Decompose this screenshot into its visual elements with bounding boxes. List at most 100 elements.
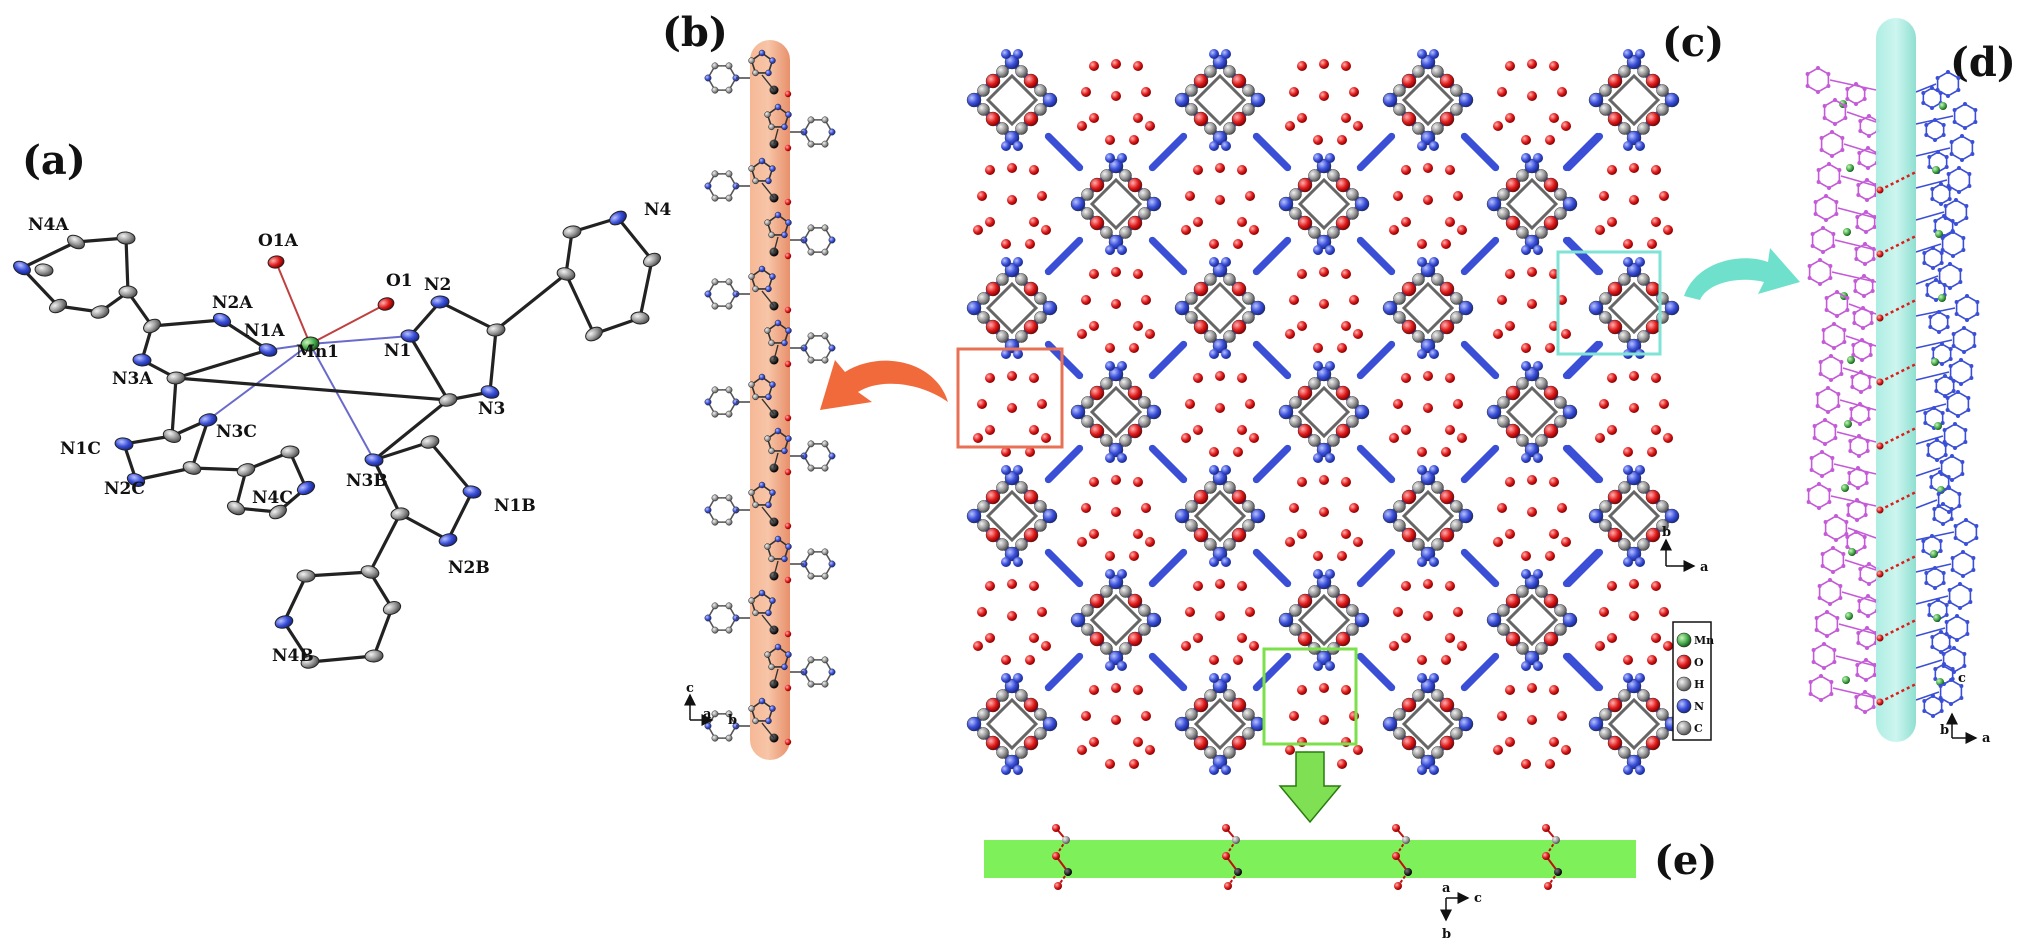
water-oxygen: [1193, 633, 1203, 643]
cage-atom: [1297, 177, 1313, 193]
ring: [1933, 503, 1953, 525]
water-oxygen: [1089, 61, 1099, 71]
atom-c6c: [182, 461, 202, 475]
triazole-atom: [764, 435, 771, 442]
water-oxygen: [1111, 59, 1121, 69]
ring-atom: [1825, 634, 1829, 638]
ring-atom: [1940, 362, 1944, 366]
water-oxygen: [1297, 685, 1307, 695]
water-oxygen: [1599, 607, 1609, 617]
cage-atom: [1278, 404, 1294, 420]
mn-atom: [1843, 228, 1851, 236]
cage-atom: [1588, 508, 1604, 524]
water-oxygen: [1133, 737, 1143, 747]
cage-atom: [1023, 489, 1039, 505]
cage-atom: [1223, 122, 1236, 135]
water-oxygen: [1337, 135, 1347, 145]
triazole-atom: [774, 535, 782, 543]
cage-atom: [1393, 311, 1406, 324]
water-oxygen: [1417, 239, 1427, 249]
ring-atom: [1848, 449, 1853, 453]
cage-atom: [1346, 396, 1359, 409]
ring-atom: [1955, 638, 1959, 642]
cage-atom: [1417, 673, 1427, 683]
ring-atom: [1866, 166, 1870, 170]
ring-atom: [1939, 182, 1943, 186]
ring-atom: [1828, 264, 1833, 268]
mn-atom: [1848, 548, 1856, 556]
ring-atom: [1857, 151, 1862, 155]
o-atom: [784, 252, 792, 260]
cage-atom: [1185, 708, 1198, 721]
water-oxygen: [1133, 113, 1143, 123]
cage-atom: [1204, 330, 1217, 343]
ring-atom: [1862, 97, 1867, 101]
water-oxygen: [1341, 113, 1351, 123]
cage-atom: [1618, 689, 1631, 702]
cage-atom: [1524, 234, 1540, 250]
ring-atom: [821, 440, 829, 448]
cage-atom: [1346, 623, 1359, 636]
chain-bond: [761, 614, 775, 631]
ring-atom: [704, 398, 712, 406]
ring-atom: [1816, 66, 1820, 70]
ring-atom: [1931, 714, 1935, 718]
hydrogen-bond: [1879, 554, 1917, 576]
ring-atom: [1819, 136, 1824, 140]
water-atom: [1392, 824, 1400, 832]
cage-atom: [1042, 300, 1058, 316]
cage-atom: [1146, 404, 1162, 420]
ring-atom: [1833, 98, 1837, 102]
ring-atom: [711, 710, 719, 718]
cage-atom: [1204, 481, 1217, 494]
water-oxygen: [1215, 163, 1225, 173]
cage-atom: [1505, 215, 1521, 231]
cage-atom: [1001, 49, 1011, 59]
cage-atom: [1223, 65, 1236, 78]
cage-atom: [1042, 508, 1058, 524]
cage-atom: [1524, 442, 1540, 458]
atom-label-n2b: N2B: [448, 558, 490, 578]
ring-atom: [1806, 488, 1811, 492]
ring: [1810, 451, 1834, 477]
lattice-link: [1252, 444, 1292, 484]
ring-atom: [828, 668, 836, 676]
atom-p5a: [90, 305, 110, 319]
ring: [1816, 387, 1840, 413]
water-oxygen: [1341, 685, 1351, 695]
cage-atom: [1533, 569, 1543, 579]
water-oxygen: [1651, 425, 1661, 435]
ring-atom: [1855, 215, 1860, 219]
cage-atom: [1505, 593, 1521, 609]
cage-atom: [1004, 130, 1020, 146]
cage-atom: [1417, 141, 1427, 151]
cage-atom: [1335, 385, 1351, 401]
ring-atom: [1856, 183, 1861, 187]
triazole-atom: [774, 103, 782, 111]
ring-atom: [1966, 408, 1971, 412]
lattice-link: [1148, 236, 1188, 276]
arrow-to-panel-b: [820, 360, 948, 410]
mn-atom: [1931, 358, 1939, 366]
ring-atom: [1927, 603, 1932, 607]
cage-atom: [1439, 489, 1455, 505]
hydrogen-bond: [1879, 682, 1917, 704]
cage-atom: [1450, 500, 1463, 513]
cage-atom: [1393, 500, 1406, 513]
ring: [1925, 119, 1945, 141]
cage-atom: [1417, 557, 1427, 567]
water-oxygen: [1313, 135, 1323, 145]
lattice-link: [1252, 652, 1292, 692]
ring-atom: [1831, 546, 1835, 550]
ring-atom: [1952, 120, 1957, 124]
ring-atom: [1946, 94, 1950, 98]
cage-atom: [1607, 489, 1623, 505]
bond: [638, 258, 654, 320]
ring-atom: [1948, 286, 1952, 290]
ring-atom: [821, 356, 829, 364]
triazole-atom: [764, 543, 771, 550]
bond: [372, 440, 432, 462]
ring-atom: [1925, 283, 1930, 287]
water-oxygen: [1561, 329, 1571, 339]
ring-atom: [1843, 116, 1848, 120]
